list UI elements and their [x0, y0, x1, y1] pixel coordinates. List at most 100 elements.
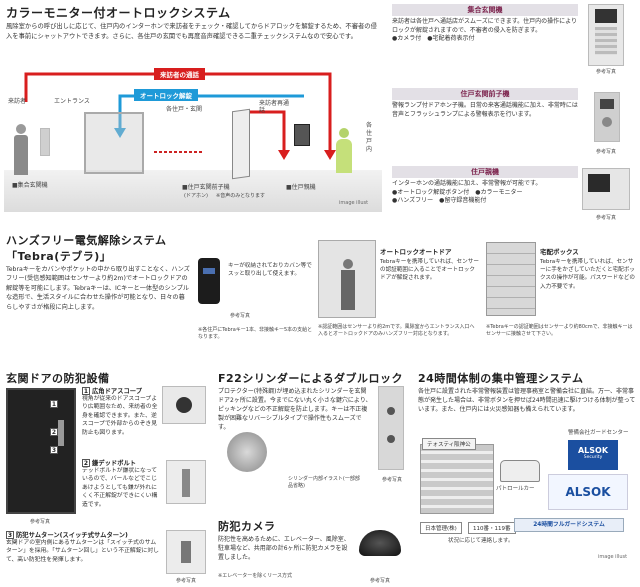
building-label: テォスティ阪神公 [422, 438, 476, 450]
label-door-unit-note: ※音声のみとなります [216, 193, 266, 199]
device-feature: ●カメラ付 [392, 35, 422, 42]
autolock-image-note: image illust [339, 200, 369, 206]
device-photo-caption: 参考写真 [595, 215, 616, 221]
security-title: 24時間体制の集中管理システム [418, 372, 584, 385]
label-door-unit-sub: (ドアホン) [184, 193, 208, 199]
tebra-key-photo [198, 258, 220, 304]
handsfree-subtitle: 「Tebra(テブラ)」 [6, 250, 112, 263]
autodoor-title: オートロックオートドア [380, 248, 452, 256]
building-illust [420, 444, 494, 514]
security-diagram: 警備会社ガードセンター テォスティ阪神公 パトロールカー ALSOK Secur… [418, 430, 636, 570]
device-title: 住戸玄関前子機 [392, 88, 578, 100]
patrol-label: パトロールカー [496, 486, 535, 492]
device-feature: ●オートロック解錠ボタン付 [392, 188, 470, 196]
autolock-diagram: 来訪者の通話 オートロック解錠 来訪者 エントランス 各住戸・玄関 来訪者再通話… [4, 62, 382, 212]
deadbolt-photo [166, 460, 206, 504]
resident-figure [336, 128, 352, 174]
key-caption: キーが収納されておりカバン等でスッと取り出して使えます。 [228, 263, 312, 278]
camera-body: 防犯性を高めるために、エレベーター、風除室、駐車場など、共用部の計6ヶ所に防犯カ… [218, 536, 350, 561]
device-feature: ●ハンズフリー [392, 197, 434, 204]
thumbturn-photo [166, 530, 206, 574]
delivery-body: Tebraキーを携帯していれば、センサーに手をかざしていただくと宅配ボックスの操… [540, 259, 635, 290]
device-card-door-unit: 住戸玄関前子機 警報ランプ付ドアホン子機。日常の来客通話機能に加え、非常時には音… [392, 88, 636, 162]
visitor-figure [14, 124, 28, 176]
label-entrance: エントランス [54, 98, 90, 105]
door-item-title: 鎌デッドボルト [92, 460, 137, 467]
camera-photo [356, 530, 404, 570]
marker-1: 1 [50, 400, 58, 408]
unit-door-graphic [232, 108, 250, 180]
lock-photo [378, 386, 404, 470]
system-label: 24時間フルガードシステム [514, 518, 624, 532]
main-entrance-unit-photo [588, 4, 624, 66]
status-label: 状況に応じて連絡します。 [448, 538, 514, 544]
entrance-door-graphic [84, 112, 144, 174]
label-master: ■住戸親機 [286, 184, 316, 191]
chip-police: 110番・119番 [468, 522, 516, 534]
label-main-entrance-unit: ■集合玄関機 [12, 182, 48, 189]
device-body: 来訪者は各住戸へ通話店がスムーズにできます。住戸内の操作によりロックが解錠されま… [392, 18, 577, 34]
delivery-title: 宅配ボックス [540, 248, 579, 256]
handsfree-title: ハンズフリー電気解除システム [6, 234, 167, 247]
door-title: 玄関ドアの防犯設備 [6, 372, 110, 385]
key-note: ※各住戸にTebraキー1本、非接触キー5本の支給となります。 [198, 327, 313, 340]
device-photo-caption: 参考写真 [595, 149, 616, 155]
door-item-body: デッドボルトが鎌状になっているので、バールなどでこじあけようとしても鎌が外れにく… [82, 468, 158, 508]
security-body: 各住戸に設置された非常警報装置は管理事務室と警備会社に直結。万一、非常事態が発生… [418, 388, 636, 413]
alsok-logo-panel: ALSOK [548, 474, 628, 510]
door-unit-photo [594, 92, 620, 142]
lock-title: F22シリンダーによるダブルロック [218, 372, 403, 385]
delivery-box-illust [486, 242, 536, 316]
device-body: インターホンの通話機能に加え、非常警報が可能です。 [392, 180, 542, 187]
lock-photo-caption: 参考写真 [381, 477, 402, 483]
alsok-logo: ALSOK [565, 485, 611, 499]
alsok-sign: ALSOK Security [568, 440, 618, 470]
chip-daily: 日本管理(株) [420, 522, 462, 534]
alsok-sign-text: ALSOK [577, 446, 609, 455]
autolock-body: 風除室からの呼び出しに応じて、住戸内のインターホンで来訪者をチェック・確認してか… [6, 23, 377, 40]
door-item-number: 1 [82, 387, 90, 395]
master-monitor-graphic [294, 124, 310, 146]
door-photo-caption: 参考写真 [30, 519, 51, 525]
security-image-note: image illust [598, 554, 628, 560]
door-item-title: 広角ドアスコープ [92, 388, 142, 395]
marker-2: 2 [50, 428, 58, 436]
device-feature: ●宅配着荷表示付 [427, 35, 475, 42]
device-body: 警報ランプ付ドアホン子機。日常の来客通話機能に加え、非常時には音声とフラッシュラ… [392, 102, 578, 118]
autodoor-illust [318, 240, 376, 318]
door-photo: 1 2 3 [6, 388, 76, 514]
call-arrow-label: 来訪者の通話 [154, 68, 205, 80]
camera-note: ※エレベーターを除くリース方式 [218, 573, 292, 579]
label-unit-door: 各住戸・玄関 [166, 106, 203, 113]
cylinder-caption: シリンダー内部イラスト(一部部品省略) [288, 476, 360, 489]
door-item-title: 防犯サムターン(スイッチ式サムターン) [16, 532, 128, 539]
door-item-body: 視角が従来のドアスコープより広範囲なため、来訪者の全身を確認できます。また、逆ス… [82, 396, 158, 436]
device-card-master-unit: 住戸親機 インターホンの通話機能に加え、非常警報が可能です。 ●オートロック解錠… [392, 166, 636, 228]
marker-3: 3 [50, 446, 58, 454]
label-inside: 各住戸内 [366, 122, 373, 153]
door-item-body: 玄関ドアの室内側にあるサムターンは「スイッチ式のサムターン」を採用。「サムターン… [6, 540, 159, 563]
master-unit-photo [582, 168, 630, 210]
camera-title: 防犯カメラ [218, 520, 276, 533]
entrance-panel-graphic [40, 128, 50, 156]
device-title: 集合玄関機 [392, 4, 578, 16]
device-photo-caption: 参考写真 [595, 69, 616, 75]
device-feature: ●カラーモニター [475, 188, 523, 196]
handsfree-body: Tebraキーをカバンやポケットの中から取り出すことなく、ハンズフリー(受信感知… [6, 266, 190, 311]
device-card-main-entrance: 集合玄関機 来訪者は各住戸へ通話店がスムーズにできます。住戸内の操作によりロック… [392, 4, 636, 84]
autodoor-note: ※認証範囲はセンサーより約2mです。風除室からエントランス入口へ入るとオートロッ… [318, 324, 475, 337]
cylinder-illust [222, 432, 272, 476]
device-feature: ●留守録音機能付 [439, 197, 487, 204]
security-company-label: 警備会社ガードセンター [568, 430, 629, 436]
device-title: 住戸親機 [392, 166, 578, 178]
key-photo-caption: 参考写真 [230, 313, 251, 319]
label-visitor: 来訪者 [8, 98, 27, 105]
door-item-number: 2 [82, 459, 90, 467]
autodoor-body: Tebraキーを携帯していれば、センサーの認証範囲に入ることでオートロックドアが… [380, 259, 479, 282]
camera-photo-caption: 参考写真 [369, 578, 390, 584]
label-door-unit: ■住戸玄関前子機 [182, 184, 230, 191]
delivery-note: ※Tebraキーの認証範囲はセンサーより約80cmで、非接触キーはセンサーに接触… [486, 324, 633, 337]
